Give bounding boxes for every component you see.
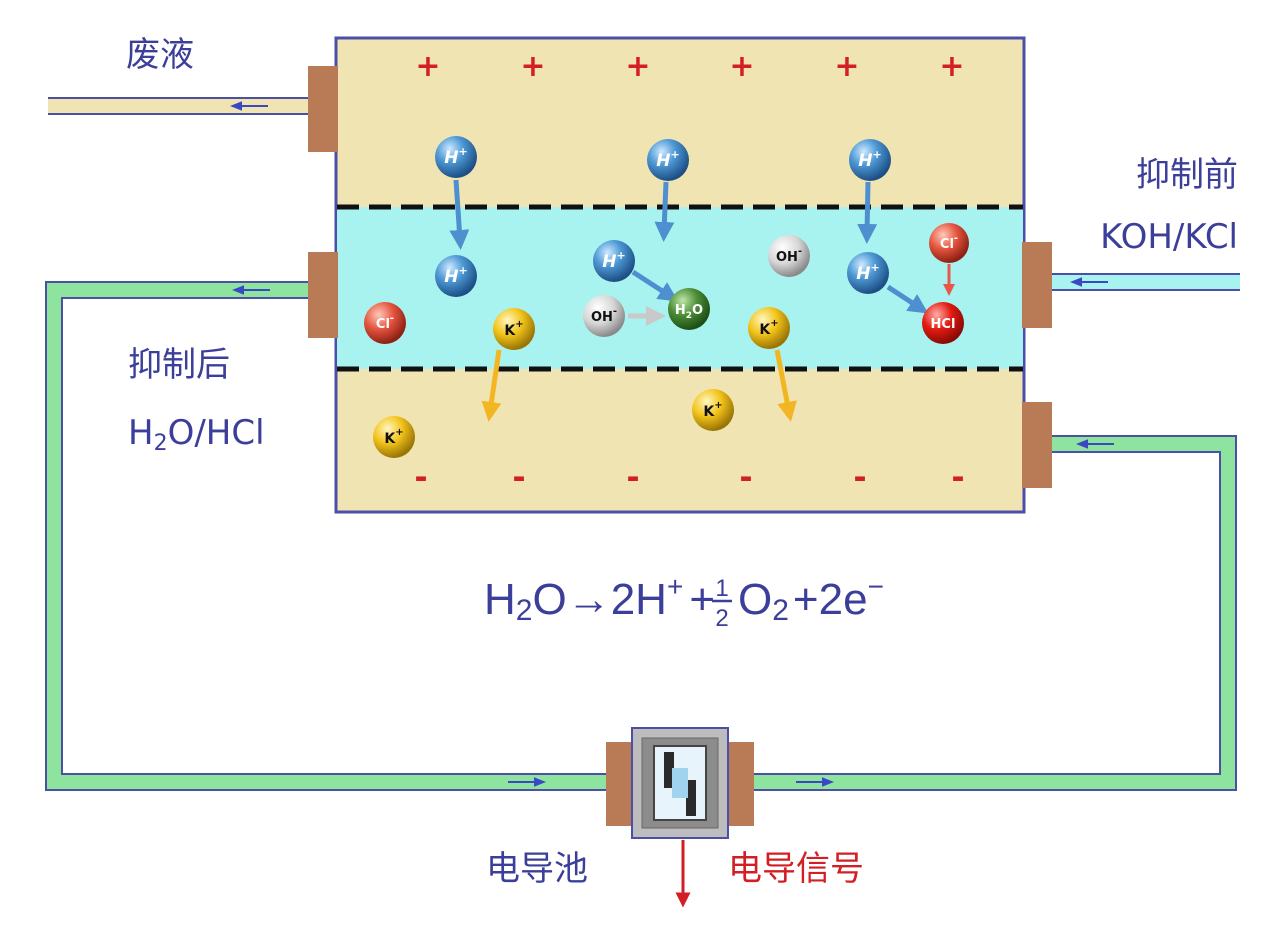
svg-text:O2+2e−: O2+2e− — [738, 571, 884, 627]
h-migration-arrow — [654, 181, 675, 242]
labels: 废液 抑制前 KOH/KCl 抑制后 H2O/HCl 电导池 电导信号 — [126, 35, 1238, 889]
loop-tube-right — [754, 435, 1237, 791]
k-plus-ion: K+ — [692, 389, 734, 431]
before-suppression-label: 抑制前 — [1136, 155, 1238, 195]
eq-half-den: 2 — [715, 605, 728, 632]
eq-o-arrow: O→2H — [532, 575, 666, 624]
positive-sign: + — [729, 49, 754, 84]
conductivity-cell — [606, 727, 754, 839]
cathode-signs: - - - - - - — [414, 458, 964, 496]
after-solution-label: H2O/HCl — [128, 413, 265, 456]
eq-plus-2e: +2e — [793, 575, 868, 624]
loop-tube-left — [45, 281, 606, 791]
positive-sign: + — [415, 49, 440, 84]
svg-text:Cl-: Cl- — [376, 313, 394, 332]
cell-connector-left — [606, 742, 634, 826]
svg-text:H+: H+ — [444, 145, 467, 168]
negative-sign: - — [739, 458, 752, 496]
ions: H+ H+ H+ H+ H+ H+ OH- OH- — [364, 136, 969, 458]
negative-sign: - — [512, 458, 525, 496]
positive-sign: + — [520, 49, 545, 84]
svg-text:H2O: H2O — [675, 303, 703, 321]
eq-plus: + — [689, 575, 715, 624]
negative-sign: - — [626, 458, 639, 496]
cl-minus-ion: Cl- — [929, 223, 969, 263]
after-suppression-label: 抑制后 — [128, 345, 230, 385]
h-plus-ion: H+ — [435, 136, 477, 178]
inlet-tube — [1052, 273, 1240, 291]
h-reaction-arrow — [631, 269, 679, 302]
positive-sign: + — [625, 49, 650, 84]
positive-sign: + — [834, 49, 859, 84]
eq-o2: O — [738, 575, 772, 624]
hcl-molecule: HCl — [922, 302, 964, 344]
waste-label: 废液 — [126, 35, 194, 75]
eq-half-num: 1 — [715, 575, 728, 602]
conductivity-signal-label: 电导信号 — [728, 849, 864, 889]
svg-text:K+: K+ — [759, 318, 778, 338]
k-plus-ion: K+ — [748, 307, 790, 349]
conductivity-cell-label: 电导池 — [486, 849, 588, 889]
k-plus-ion: K+ — [373, 416, 415, 458]
negative-sign: - — [853, 458, 866, 496]
anode-signs: + + + + + + — [415, 49, 964, 84]
waste-tube — [48, 97, 310, 115]
svg-text:Cl-: Cl- — [940, 233, 958, 252]
h-plus-ion: H+ — [847, 252, 889, 294]
connector-inlet — [1022, 242, 1052, 328]
positive-sign: + — [939, 49, 964, 84]
eq-sub: 2 — [516, 594, 533, 627]
svg-text:H+: H+ — [602, 249, 625, 272]
eq-o2-sub: 2 — [772, 594, 789, 627]
svg-text:H+: H+ — [856, 261, 879, 284]
svg-text:HCl: HCl — [931, 317, 956, 332]
electrolysis-equation: H2O→2H++ 1 2 O2+2e− — [484, 571, 884, 632]
svg-text:K+: K+ — [384, 427, 403, 447]
h-plus-ion: H+ — [849, 139, 891, 181]
h-plus-ion: H+ — [647, 139, 689, 181]
cell-electrode — [664, 752, 674, 788]
k-migration-arrow — [481, 349, 502, 422]
svg-text:K+: K+ — [703, 400, 722, 420]
svg-text:H2O→2H++: H2O→2H++ — [484, 571, 715, 627]
h-reaction-arrow — [886, 284, 929, 314]
h-migration-arrow — [449, 179, 470, 250]
cell-electrode — [686, 780, 696, 816]
eq-sup: + — [667, 571, 683, 602]
eq-h: H — [484, 575, 516, 624]
h-plus-ion: H+ — [593, 240, 635, 282]
negative-sign: - — [414, 458, 427, 496]
svg-text:H+: H+ — [656, 148, 679, 171]
svg-text:H+: H+ — [444, 264, 467, 287]
water-molecule: H2O — [668, 288, 710, 330]
svg-text:K+: K+ — [504, 319, 523, 339]
connector-after — [308, 252, 338, 338]
cell-connector-right — [726, 742, 754, 826]
negative-sign: - — [951, 458, 964, 496]
svg-text:OH-: OH- — [776, 246, 802, 265]
connector-regen — [1022, 402, 1052, 488]
svg-text:H+: H+ — [858, 148, 881, 171]
connector-waste — [308, 66, 338, 152]
oh-minus-ion: OH- — [768, 235, 810, 277]
k-migration-arrow — [774, 349, 797, 422]
ion-migration-arrows — [449, 179, 955, 422]
h-migration-arrow — [857, 181, 878, 244]
svg-text:OH-: OH- — [591, 306, 617, 325]
h-plus-ion: H+ — [435, 255, 477, 297]
eq-e-sup: − — [868, 571, 884, 602]
oh-minus-ion: OH- — [583, 295, 625, 337]
cl-minus-ion: Cl- — [364, 302, 406, 344]
before-solution-label: KOH/KCl — [1100, 217, 1238, 257]
k-plus-ion: K+ — [493, 308, 535, 350]
